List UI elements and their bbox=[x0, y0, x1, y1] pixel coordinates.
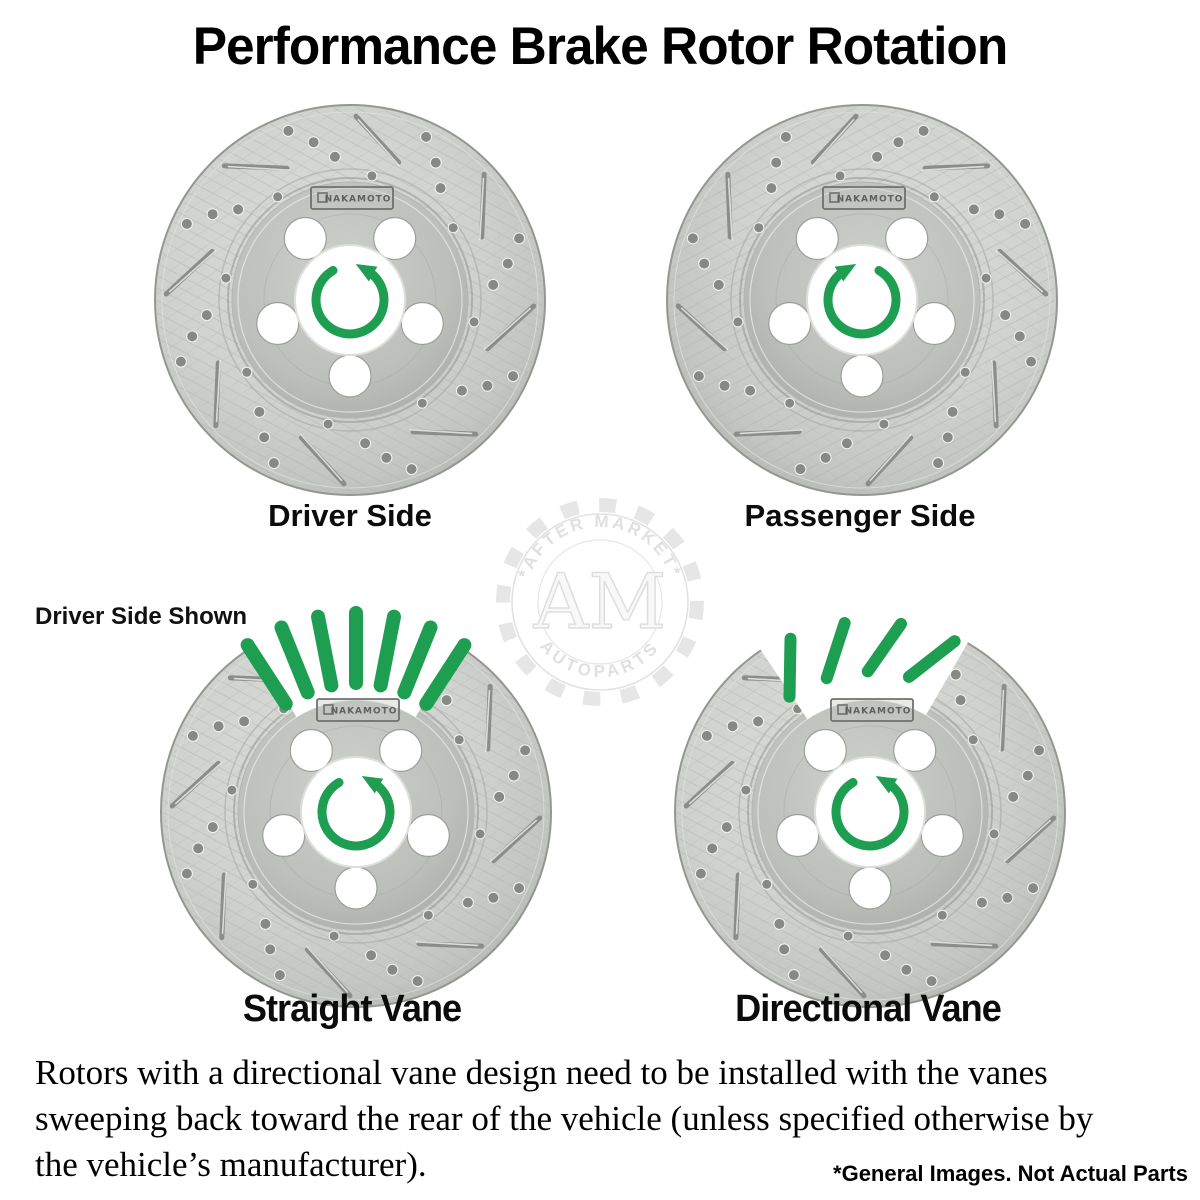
note-line-3: the vehicle’s manufacturer). bbox=[35, 1145, 427, 1184]
rotation-arrow bbox=[831, 776, 909, 851]
rotor-passenger-side bbox=[666, 104, 1058, 496]
rotor-label-driver-side: Driver Side bbox=[268, 498, 432, 533]
note-line-2: sweeping back toward the rear of the veh… bbox=[35, 1099, 1094, 1138]
drilled-slotted-pattern bbox=[163, 113, 537, 487]
watermark-monogram: AM bbox=[533, 557, 667, 646]
rotor-directional-vane bbox=[674, 604, 1066, 1008]
aftermarket-autoparts-watermark: *AFTER MARKET* AUTOPARTS AM bbox=[496, 498, 704, 706]
rotor-label-passenger-side: Passenger Side bbox=[744, 498, 976, 533]
rotor-driver-side bbox=[154, 104, 546, 496]
rotation-arrow bbox=[317, 776, 395, 851]
installation-note: Rotors with a directional vane design ne… bbox=[35, 1050, 1185, 1188]
note-line-1: Rotors with a directional vane design ne… bbox=[35, 1053, 1048, 1092]
directional-vanes-highlight bbox=[753, 604, 974, 720]
rotation-arrow bbox=[311, 264, 389, 339]
general-images-disclaimer: *General Images. Not Actual Parts bbox=[833, 1161, 1188, 1186]
rotor-label-directional-vane: Directional Vane bbox=[735, 988, 1002, 1030]
straight-vanes-highlight bbox=[240, 604, 472, 717]
rotor-straight-vane bbox=[160, 604, 552, 1008]
gear-icon bbox=[496, 498, 704, 706]
rotor-label-straight-vane: Straight Vane bbox=[242, 988, 462, 1030]
drilled-slotted-pattern bbox=[675, 113, 1049, 487]
page-title: Performance Brake Rotor Rotation bbox=[192, 17, 1009, 76]
rotation-arrow bbox=[823, 264, 901, 339]
driver-side-shown-note: Driver Side Shown bbox=[35, 603, 248, 630]
